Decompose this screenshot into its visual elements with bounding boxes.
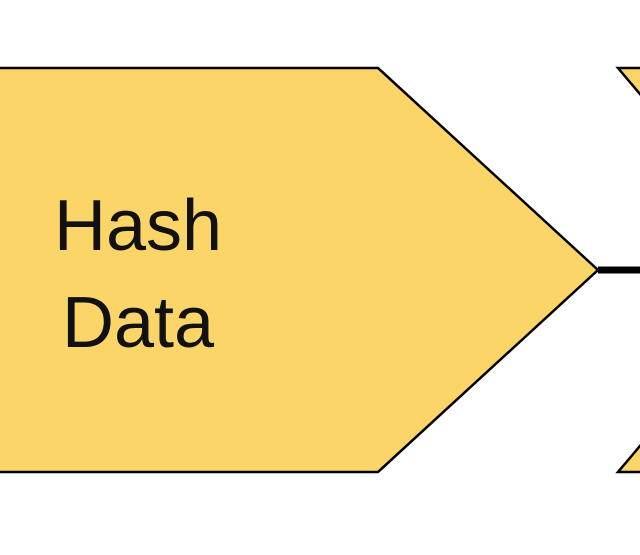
- hash-data-shape: [0, 66, 600, 474]
- hash-data-node: Hash Data: [0, 66, 600, 474]
- next-node-lower-shape: [615, 443, 640, 474]
- next-node-upper-shape: [615, 66, 640, 97]
- hash-data-label-line1: Hash: [54, 186, 222, 266]
- hash-data-label-line2: Data: [62, 283, 215, 363]
